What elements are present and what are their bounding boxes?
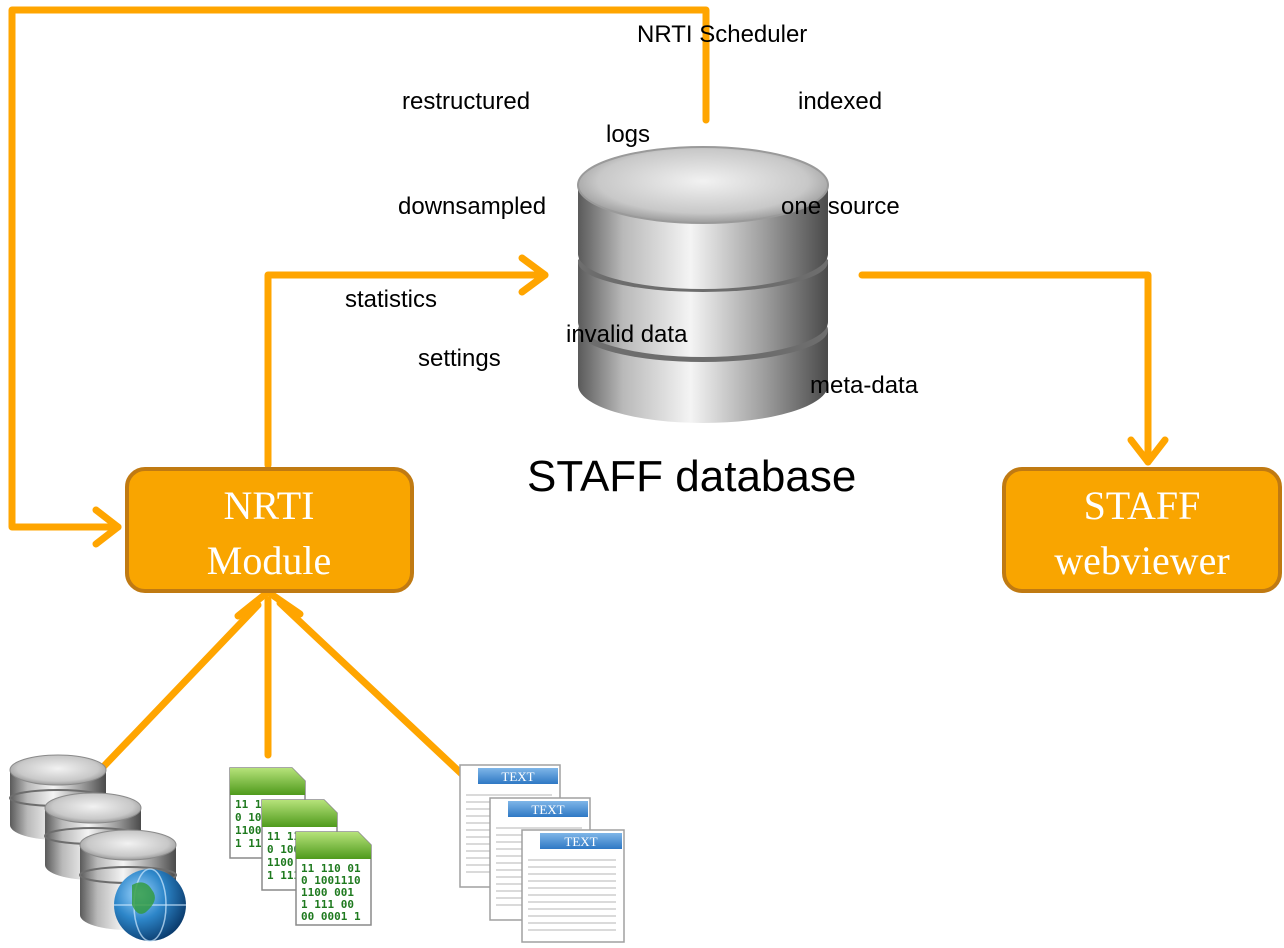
module-to-database-arrowhead [518, 254, 549, 296]
text-document-icon: TEXT [521, 829, 625, 943]
text-documents-icon: TEXT TEXT [459, 764, 625, 943]
tag-downsampled: downsampled [398, 193, 546, 220]
binary-file-icon: 11 110 01 0 1001110 1100 001 1 111 00 00… [295, 831, 372, 926]
database-label: STAFF database [527, 452, 856, 501]
scheduler-loop-arrowhead [92, 506, 122, 548]
tag-one-source: one source [781, 193, 900, 220]
tag-invalid-data: invalid data [566, 321, 688, 348]
tag-statistics: statistics [345, 286, 437, 313]
scheduler-loop-arrow [8, 6, 710, 531]
tag-logs: logs [606, 121, 650, 148]
staff-database-icon [577, 146, 829, 423]
svg-text:TEXT: TEXT [564, 834, 597, 849]
staff-webviewer-box: STAFF webviewer [1002, 467, 1282, 593]
tag-meta-data: meta-data [810, 372, 919, 399]
database-to-webviewer-arrowhead [1127, 436, 1169, 466]
scheduler-label: NRTI Scheduler [637, 21, 807, 48]
tag-settings: settings [418, 345, 501, 372]
nrti-module-box: NRTI Module [125, 467, 414, 593]
svg-text:1100 001: 1100 001 [301, 886, 354, 899]
binary-files-icon: 11 110 01 0 1001110 1100 001 1 111 00 11… [229, 767, 372, 926]
webviewer-line2: webviewer [1054, 538, 1229, 583]
nrti-module-line1: NRTI [224, 483, 315, 528]
svg-text:TEXT: TEXT [501, 769, 534, 784]
tag-indexed: indexed [798, 88, 882, 115]
svg-text:00 0001 1: 00 0001 1 [301, 910, 361, 923]
svg-text:11 110 01: 11 110 01 [301, 862, 361, 875]
svg-text:TEXT: TEXT [531, 802, 564, 817]
nrti-module-line2: Module [207, 538, 331, 583]
module-to-database-arrow [264, 271, 549, 469]
globe-icon [114, 868, 186, 942]
tag-restructured: restructured [402, 88, 530, 115]
svg-text:1 111 00: 1 111 00 [301, 898, 354, 911]
database-to-webviewer-arrow [858, 271, 1152, 466]
arrows [8, 6, 1169, 814]
webviewer-line1: STAFF [1084, 483, 1201, 528]
external-databases-icon [9, 754, 186, 942]
svg-text:0 1001110: 0 1001110 [301, 874, 361, 887]
